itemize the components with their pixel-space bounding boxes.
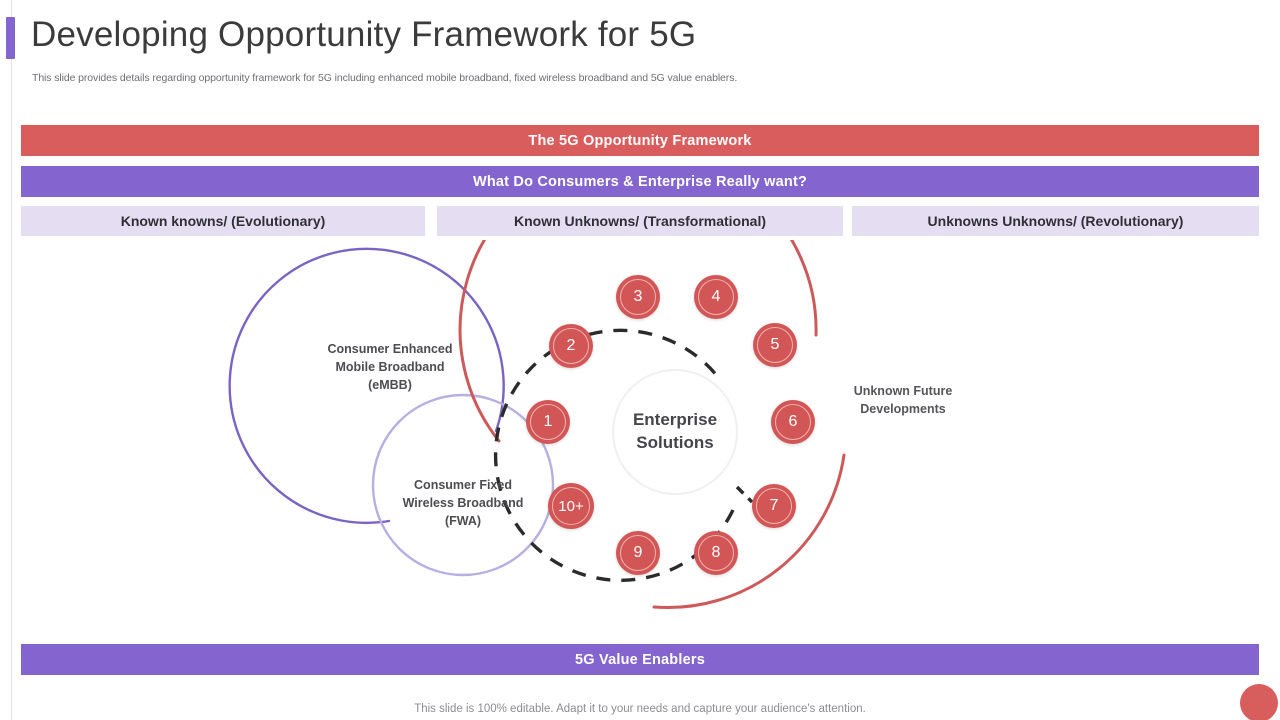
fwa-label: Consumer Fixed Wireless Broadband (FWA)	[402, 478, 524, 528]
unknown-future-dashed-arc	[493, 328, 735, 583]
page-subtitle: This slide provides details regarding op…	[32, 72, 738, 84]
opportunity-badge-1[interactable]: 1	[526, 400, 570, 444]
opportunity-badge-label: 7	[769, 497, 779, 514]
opportunity-badge-9[interactable]: 9	[616, 531, 660, 575]
page-title: Developing Opportunity Framework for 5G	[31, 15, 697, 54]
footer-note: This slide is 100% editable. Adapt it to…	[414, 703, 866, 715]
enterprise-circle-arc-bottom	[652, 453, 846, 610]
venn-diagram-svg	[228, 240, 846, 610]
category-box-known-knowns[interactable]: Known knowns/ (Evolutionary)	[21, 206, 425, 236]
banner-value-enablers: 5G Value Enablers	[21, 644, 1259, 675]
enterprise-circle-arc-top	[458, 240, 818, 443]
banner-framework-label: The 5G Opportunity Framework	[528, 132, 752, 149]
unknown-future-label: Unknown Future Developments	[853, 384, 953, 416]
opportunity-badge-label: 5	[770, 336, 780, 353]
opportunity-badge-label: 9	[633, 544, 643, 561]
opportunity-badge-4[interactable]: 4	[694, 275, 738, 319]
fwa-circle	[371, 393, 555, 577]
opportunity-badge-label: 10+	[558, 497, 584, 515]
banner-question-label: What Do Consumers & Enterprise Really wa…	[472, 173, 808, 190]
opportunity-badge-label: 6	[788, 413, 798, 430]
opportunity-badge-label: 4	[711, 288, 721, 305]
banner-value-enablers-label: 5G Value Enablers	[575, 651, 705, 668]
opportunity-badge-label: 1	[543, 413, 553, 430]
category-box-unknown-unknowns[interactable]: Unknowns Unknowns/ (Revolutionary)	[852, 206, 1259, 236]
title-accent-bar	[6, 17, 15, 59]
enterprise-inner-circle	[612, 369, 738, 495]
opportunity-badge-5[interactable]: 5	[753, 323, 797, 367]
opportunity-badge-8[interactable]: 8	[694, 531, 738, 575]
category-label: Known knowns/ (Evolutionary)	[120, 213, 326, 229]
opportunity-badge-label: 3	[633, 288, 643, 305]
venn-diagram: Consumer Enhanced Mobile Broadband (eMBB…	[0, 240, 1280, 620]
opportunity-badge-10+[interactable]: 10+	[548, 483, 594, 529]
category-label: Known Unknowns/ (Transformational)	[513, 213, 766, 229]
unknown-future-dash-tick	[735, 485, 754, 504]
corner-decoration-dot	[1240, 684, 1278, 720]
category-label: Unknowns Unknowns/ (Revolutionary)	[927, 213, 1184, 229]
banner-question: What Do Consumers & Enterprise Really wa…	[21, 166, 1259, 197]
enterprise-solutions-label: Enterprise Solutions	[632, 410, 718, 452]
embb-circle-arc	[228, 247, 505, 524]
opportunity-badge-label: 2	[566, 337, 576, 354]
opportunity-badge-label: 8	[711, 544, 721, 561]
banner-framework: The 5G Opportunity Framework	[21, 125, 1259, 156]
category-box-known-unknowns[interactable]: Known Unknowns/ (Transformational)	[437, 206, 843, 236]
left-edge-rule	[11, 0, 12, 720]
opportunity-badge-7[interactable]: 7	[752, 484, 796, 528]
opportunity-badge-6[interactable]: 6	[771, 400, 815, 444]
embb-label: Consumer Enhanced Mobile Broadband (eMBB…	[327, 342, 453, 392]
opportunity-badge-3[interactable]: 3	[616, 275, 660, 319]
opportunity-badge-2[interactable]: 2	[549, 324, 593, 368]
category-row: Known knowns/ (Evolutionary) Known Unkno…	[21, 206, 1259, 236]
